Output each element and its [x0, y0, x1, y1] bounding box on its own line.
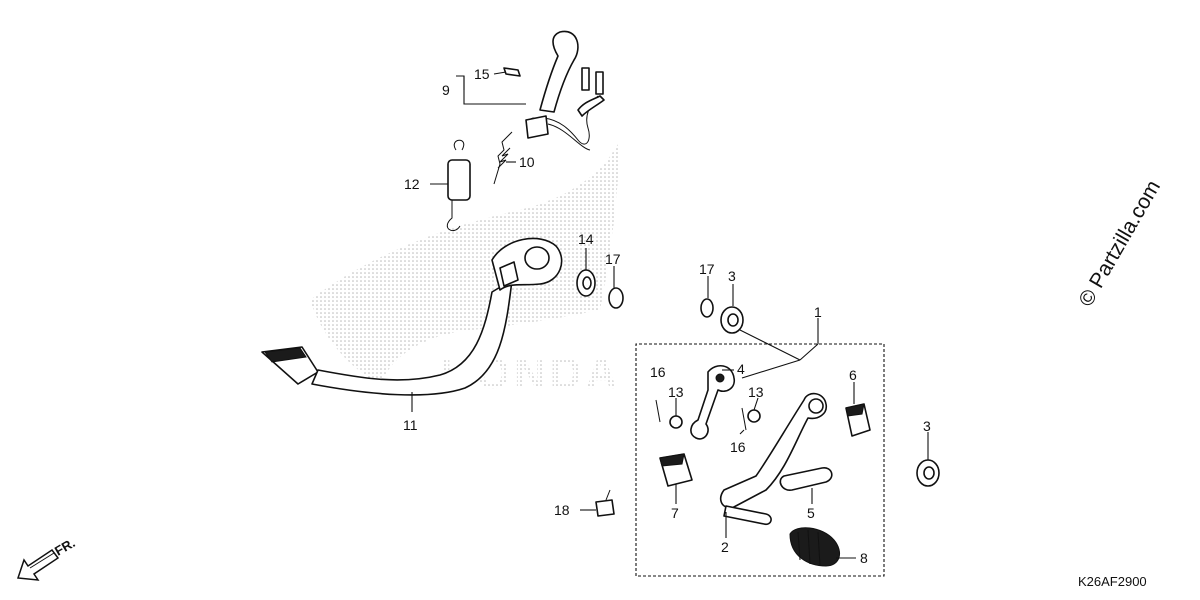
leader-lines — [411, 71, 929, 559]
spring-part-12[interactable] — [446, 139, 471, 231]
washer-part-13-right[interactable] — [747, 409, 761, 423]
shift-pedal-part-2[interactable] — [719, 392, 828, 526]
callout-8[interactable]: 8 — [860, 550, 868, 566]
callout-7[interactable]: 7 — [671, 505, 679, 521]
circlip-part-17-right[interactable] — [700, 298, 714, 318]
pin-part-16-right[interactable] — [741, 407, 747, 431]
callout-4[interactable]: 4 — [737, 361, 745, 377]
wing-watermark — [310, 140, 620, 385]
clip-part[interactable] — [503, 67, 521, 77]
callout-9[interactable]: 9 — [442, 82, 450, 98]
assembly-group-box — [635, 318, 885, 577]
rubber-grip-part-8[interactable] — [789, 527, 841, 567]
spring-part-10[interactable] — [493, 131, 513, 185]
callout-11[interactable]: 11 — [403, 417, 418, 433]
joint-part-6[interactable] — [845, 403, 871, 437]
joint-part-7[interactable] — [659, 453, 693, 487]
callout-6[interactable]: 6 — [849, 367, 857, 383]
callout-labels: 1 2 3 3 4 5 6 7 8 9 10 11 12 13 13 14 15… — [403, 66, 931, 566]
bolt-part-18[interactable] — [595, 489, 615, 517]
brake-switch-harness[interactable] — [525, 30, 605, 151]
circlip-part-17-left[interactable] — [608, 287, 624, 309]
callout-17-right[interactable]: 17 — [699, 261, 715, 277]
callout-10[interactable]: 10 — [519, 154, 535, 170]
front-direction-indicator: FR. — [16, 535, 78, 581]
callout-14[interactable]: 14 — [578, 231, 594, 247]
callout-12[interactable]: 12 — [404, 176, 420, 192]
callout-2[interactable]: 2 — [721, 539, 729, 555]
shift-arm-part-4[interactable] — [690, 365, 736, 440]
callout-3-right[interactable]: 3 — [923, 418, 931, 434]
callout-17-left[interactable]: 17 — [605, 251, 621, 267]
washer-part-13-left[interactable] — [669, 415, 683, 429]
copyright-text: © Partzilla.com — [1074, 176, 1165, 310]
washer-part-14[interactable] — [576, 269, 596, 297]
callout-13-right[interactable]: 13 — [748, 384, 764, 400]
callout-1[interactable]: 1 — [814, 304, 822, 320]
front-arrow-icon — [16, 548, 60, 581]
callout-16-right[interactable]: 16 — [730, 439, 746, 455]
diagram-code: K26AF2900 — [1078, 574, 1147, 589]
oil-seal-part-3-top[interactable] — [720, 306, 744, 334]
brake-pedal[interactable] — [261, 237, 563, 396]
oil-seal-part-3-right[interactable] — [916, 459, 940, 487]
callout-18[interactable]: 18 — [554, 502, 570, 518]
callout-3-top[interactable]: 3 — [728, 268, 736, 284]
rod-part-5[interactable] — [779, 467, 833, 491]
callout-15[interactable]: 15 — [474, 66, 490, 82]
callout-16-left[interactable]: 16 — [650, 364, 666, 380]
callout-13-left[interactable]: 13 — [668, 384, 684, 400]
pin-part-16-left[interactable] — [655, 399, 661, 423]
callout-5[interactable]: 5 — [807, 505, 815, 521]
